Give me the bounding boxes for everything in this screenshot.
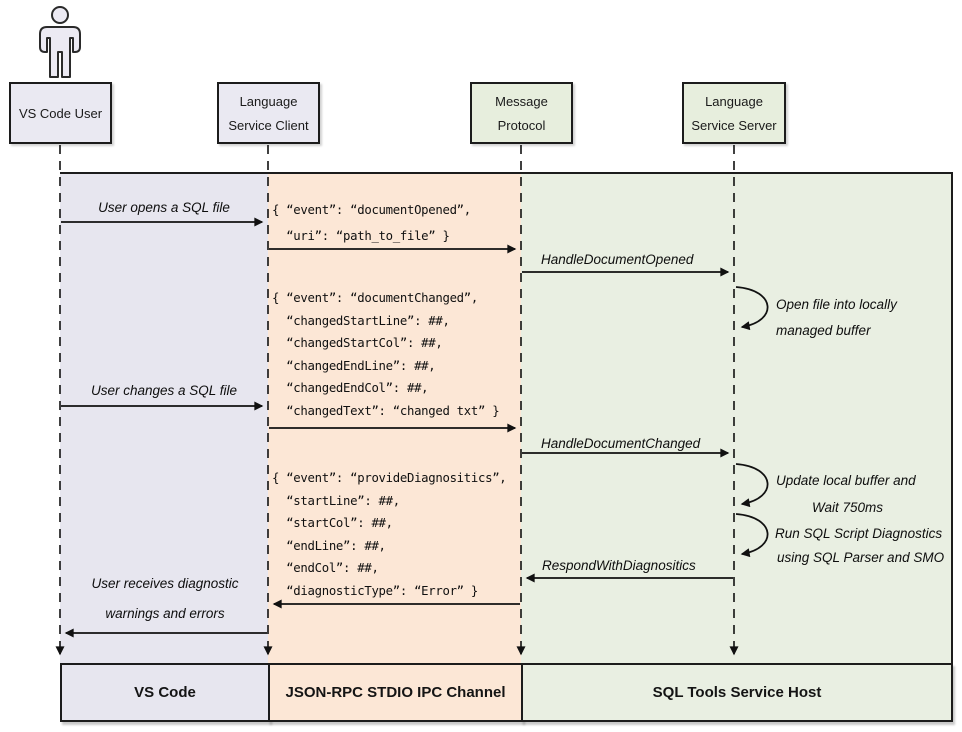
- lane-background-region: [60, 172, 953, 663]
- label-user-changes-file: User changes a SQL file: [90, 383, 238, 398]
- label-user-receives-line2: warnings and errors: [105, 606, 225, 621]
- actor-label: Language: [239, 93, 298, 109]
- label-update-buffer-line1: Update local buffer and: [776, 473, 916, 488]
- code-provide-diagnostics: { “event”: “provideDiagnositics”, “start…: [272, 467, 507, 603]
- actor-box-language-service-client: Language Service Client: [217, 82, 320, 144]
- self-loop-open-buffer: [735, 286, 769, 331]
- label-user-opens-file: User opens a SQL file: [98, 200, 230, 215]
- host-lane-background: [521, 174, 951, 663]
- actor-label: Protocol: [497, 117, 546, 133]
- ipc-lane-background: [268, 174, 521, 663]
- code-line: “diagnosticType”: “Error” }: [272, 583, 478, 598]
- label-open-buffer-line2: managed buffer: [776, 323, 871, 338]
- actor-label: VS Code User: [18, 105, 103, 121]
- code-line: { “event”: “documentChanged”,: [272, 291, 478, 305]
- code-line: “changedText”: “changed txt” }: [272, 403, 500, 418]
- code-document-opened: { “event”: “documentOpened”, “uri”: “pat…: [272, 197, 471, 249]
- code-line: “changedEndLine”: ##,: [272, 358, 436, 373]
- code-line: “startLine”: ##,: [272, 493, 400, 508]
- lane-label: SQL Tools Service Host: [652, 684, 822, 701]
- actor-label: Language: [705, 93, 763, 109]
- label-respond-with-diagnostics: RespondWithDiagnositics: [542, 558, 696, 573]
- code-line: { “event”: “provideDiagnositics”,: [272, 471, 507, 485]
- actor-box-language-service-server: Language Service Server: [682, 82, 786, 144]
- code-line: “changedStartLine”: ##,: [272, 313, 450, 328]
- code-document-changed: { “event”: “documentChanged”, “changedSt…: [272, 287, 500, 423]
- lane-label: VS Code: [134, 684, 196, 701]
- vscode-lane-background: [60, 174, 268, 663]
- label-update-buffer-line2: Wait 750ms: [812, 500, 884, 515]
- actor-label: Message: [495, 93, 548, 109]
- actor-box-vscode-user: VS Code User: [9, 82, 112, 144]
- label-handle-document-opened: HandleDocumentOpened: [541, 252, 694, 267]
- self-loop-run-diagnostics: [735, 513, 769, 558]
- label-user-receives-line1: User receives diagnostic: [91, 576, 239, 591]
- user-actor-icon: [39, 6, 81, 78]
- lane-box-vscode: VS Code: [60, 663, 270, 722]
- lane-label: JSON-RPC STDIO IPC Channel: [285, 684, 506, 701]
- actor-label: Service Server: [691, 117, 777, 133]
- self-loop-update-buffer: [735, 463, 769, 508]
- code-line: “uri”: “path_to_file” }: [272, 229, 450, 243]
- code-line: “changedEndCol”: ##,: [272, 381, 429, 396]
- actor-box-message-protocol: Message Protocol: [470, 82, 573, 144]
- label-run-diagnostics-line2: using SQL Parser and SMO: [777, 550, 945, 565]
- label-open-buffer-line1: Open file into locally: [776, 297, 897, 312]
- lane-box-ipc-channel: JSON-RPC STDIO IPC Channel: [268, 663, 523, 722]
- lane-box-sql-tools-service-host: SQL Tools Service Host: [521, 663, 953, 722]
- label-run-diagnostics-line1: Run SQL Script Diagnostics: [775, 526, 943, 541]
- code-line: “changedStartCol”: ##,: [272, 336, 443, 351]
- code-line: { “event”: “documentOpened”,: [272, 203, 471, 217]
- code-line: “endCol”: ##,: [272, 561, 379, 576]
- label-handle-document-changed: HandleDocumentChanged: [541, 436, 701, 451]
- code-line: “endLine”: ##,: [272, 538, 386, 553]
- actor-label: Service Client: [228, 117, 309, 133]
- code-line: “startCol”: ##,: [272, 516, 393, 531]
